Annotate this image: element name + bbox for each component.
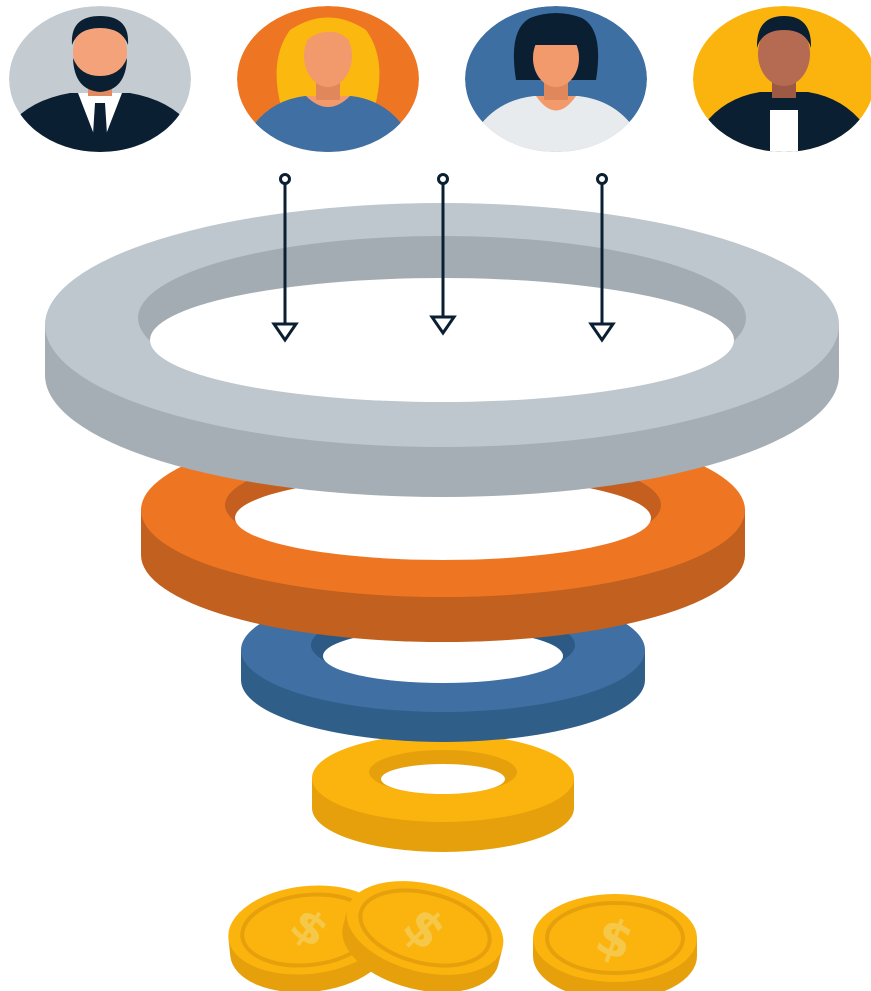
- arrow-3: [588, 173, 616, 343]
- avatar-dark-haired-woman: [465, 6, 647, 152]
- avatar-businessman: [9, 6, 191, 152]
- arrow-1: [271, 173, 299, 343]
- avatar-blonde-woman: [237, 6, 419, 152]
- coin-right: $: [533, 894, 697, 991]
- avatar-man-in-jacket: [693, 6, 871, 152]
- coin-middle: $: [342, 881, 504, 991]
- ring-yellow: [312, 734, 574, 852]
- arrow-2: [429, 173, 457, 336]
